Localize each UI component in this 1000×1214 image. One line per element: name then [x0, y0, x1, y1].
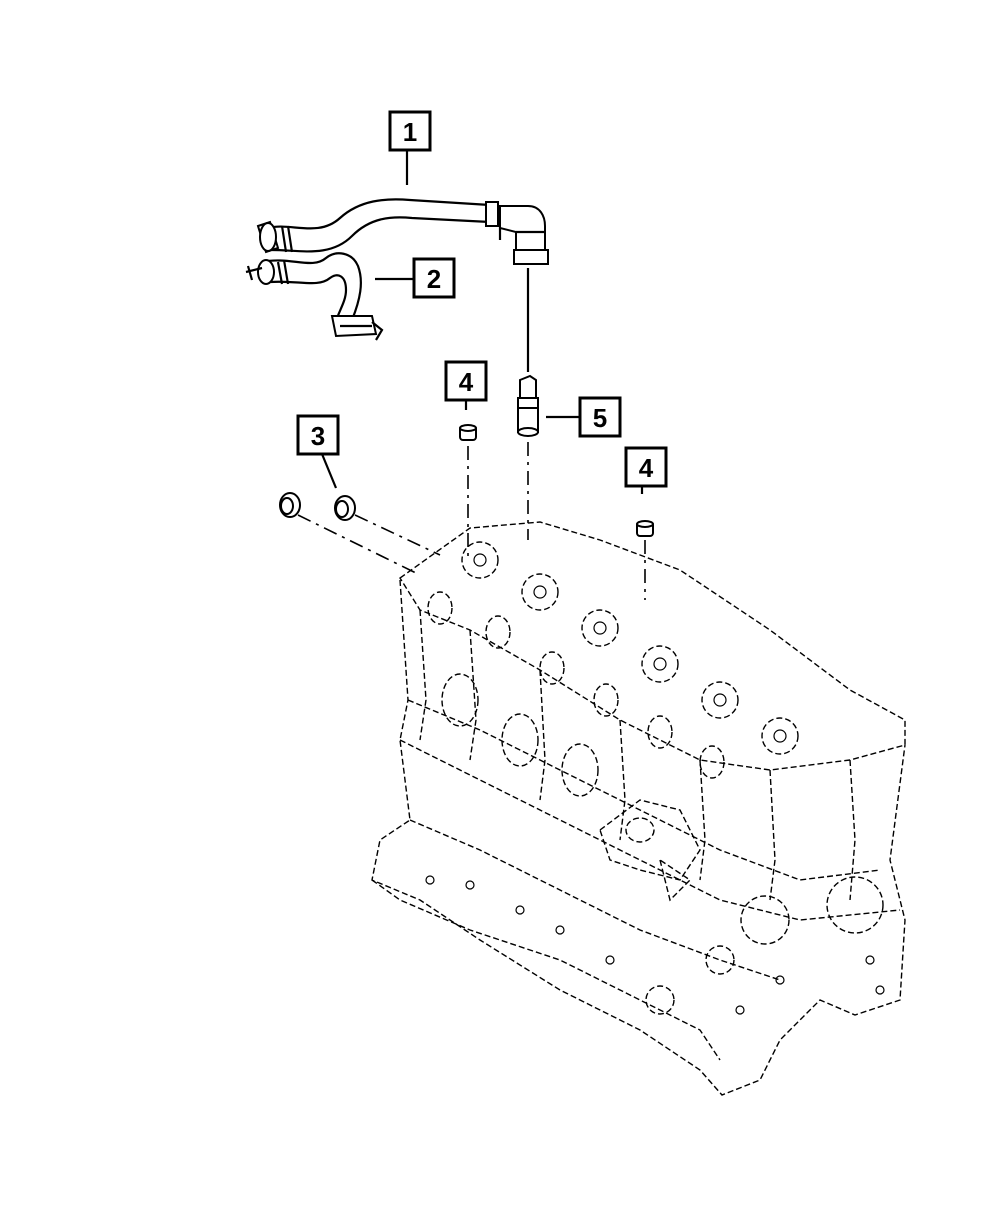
- plug-left[interactable]: [279, 492, 301, 518]
- upper-hose[interactable]: [256, 198, 549, 265]
- cap-left[interactable]: [459, 424, 477, 441]
- callout-3[interactable]: 3: [296, 414, 340, 456]
- callout-5[interactable]: 5: [578, 396, 622, 438]
- engine-block: [371, 521, 906, 1096]
- callout-1[interactable]: 1: [388, 110, 432, 152]
- callout-1-label: 1: [403, 117, 417, 147]
- callout-4-right[interactable]: 4: [624, 446, 668, 488]
- callout-4-right-label: 4: [639, 453, 654, 483]
- lower-hose[interactable]: [245, 252, 384, 341]
- cap-right[interactable]: [636, 520, 654, 537]
- plug-right[interactable]: [334, 495, 356, 521]
- fitting[interactable]: [517, 374, 539, 437]
- callout-2-label: 2: [427, 264, 441, 294]
- callout-2[interactable]: 2: [412, 257, 456, 299]
- callout-3-leader: [320, 453, 338, 489]
- callout-4-left[interactable]: 4: [444, 360, 488, 402]
- callout-3-label: 3: [311, 421, 325, 451]
- callout-5-label: 5: [593, 403, 607, 433]
- callout-4-left-label: 4: [459, 367, 474, 397]
